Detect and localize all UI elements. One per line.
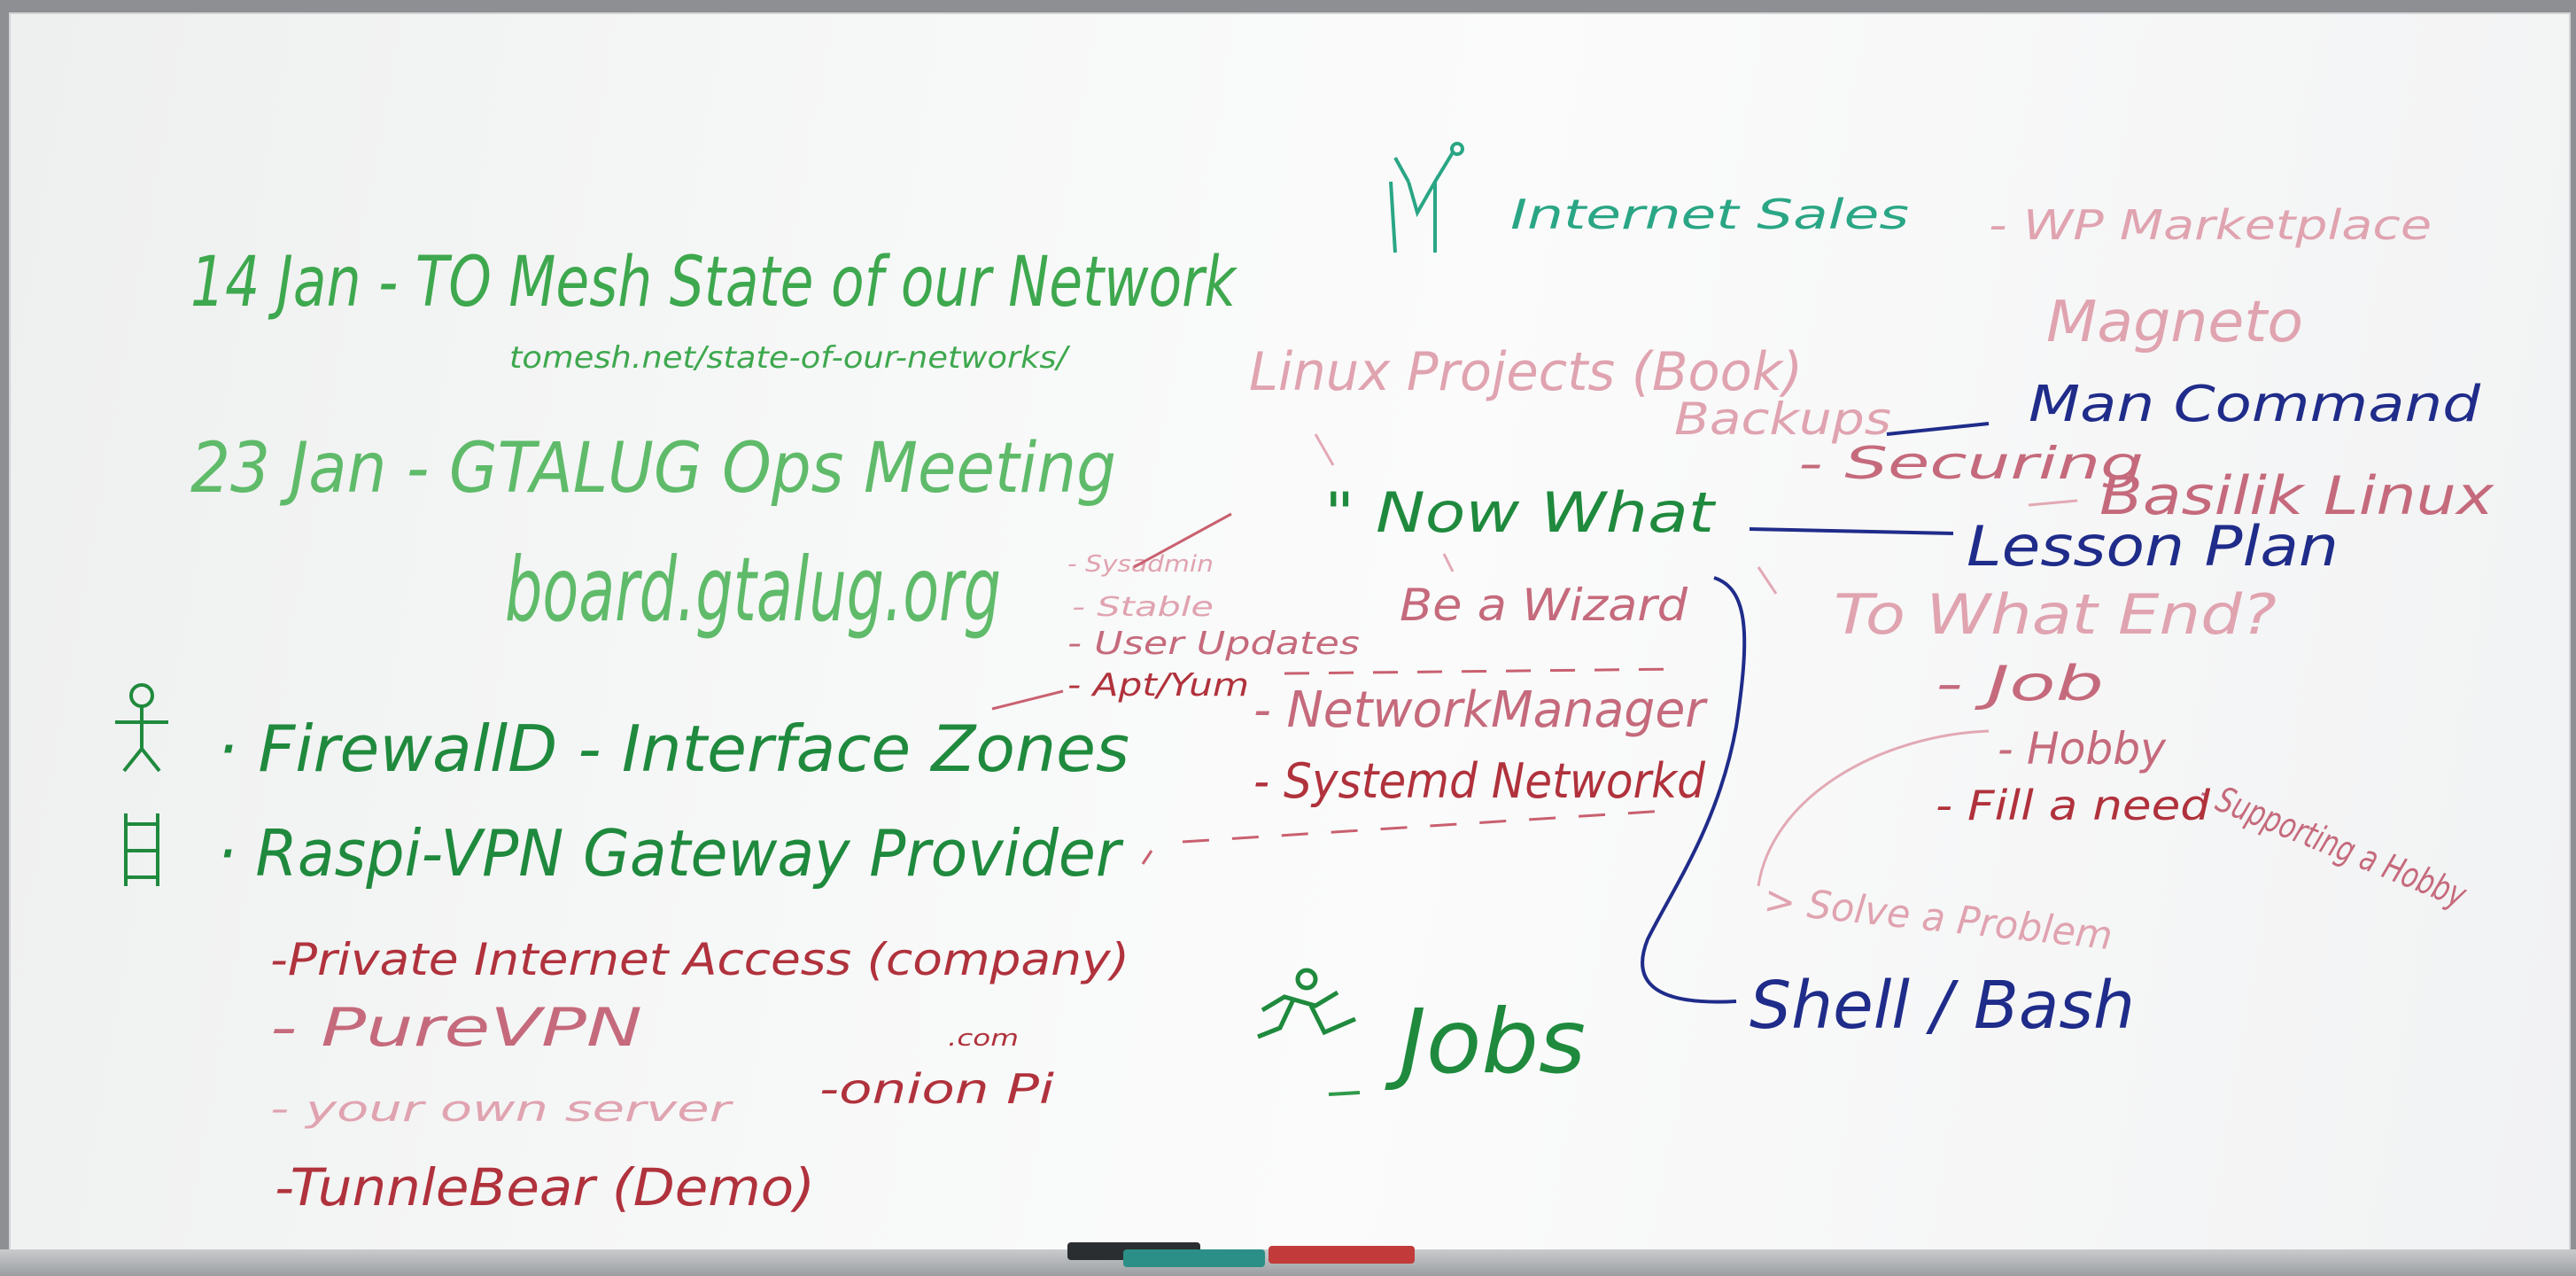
event-gtalug: 23 Jan - GTALUG Ops Meeting <box>190 429 1116 509</box>
ladder-icon <box>124 813 159 886</box>
topic-firewalld: · FirewallD - Interface Zones <box>217 712 1129 786</box>
internet-sales: Internet Sales <box>1510 191 1909 238</box>
stick-figure-icon <box>115 683 168 773</box>
lesson-plan: Lesson Plan <box>1967 514 2339 579</box>
basilisk-linux: Basilik Linux <box>2099 465 2495 527</box>
wp-marketplace: - WP Marketplace <box>1989 201 2432 249</box>
red-marker[interactable] <box>1269 1246 1415 1264</box>
job: - Job <box>1936 656 2104 712</box>
vpn-item-tunnelbear: -TunnleBear (Demo) <box>275 1157 815 1218</box>
shell-bash: Shell / Bash <box>1750 968 2135 1044</box>
backups: Backups <box>1674 393 1891 445</box>
vpn-dotcom: .com <box>948 1025 1019 1052</box>
solve-a-problem: > Solve a Problem <box>1762 877 2114 959</box>
fill-a-need: - Fill a need <box>1936 782 2211 829</box>
vpn-item-pia: -Private Internet Access (company) <box>270 934 1129 985</box>
jobs: Jobs <box>1385 990 1586 1093</box>
hobby: - Hobby <box>1998 723 2167 774</box>
event-gtalug-url: board.gtalug.org <box>505 538 1001 642</box>
side-item-apt-yum: - Apt/Yum <box>1067 667 1249 704</box>
linux-projects: Linux Projects (Book) <box>1249 341 1803 403</box>
be-a-wizard: Be a Wizard <box>1400 580 1688 631</box>
event-tomesh: 14 Jan - TO Mesh State of our Network <box>190 243 1238 323</box>
runner-icon <box>1257 968 1356 1039</box>
person-icon <box>1389 142 1464 253</box>
securing: - Securing <box>1798 438 2144 489</box>
man-command: Man Command <box>2029 376 2481 433</box>
topic-raspi-vpn: · Raspi-VPN Gateway Provider <box>217 816 1124 891</box>
now-what: " Now What <box>1324 480 1717 545</box>
supporting-hobby: - Supporting a Hobby <box>2193 773 2472 917</box>
vpn-item-purevpn: - PureVPN <box>270 997 642 1059</box>
network-manager: - NetworkManager <box>1253 681 1708 739</box>
marker-tray <box>0 1242 2576 1276</box>
teal-marker[interactable] <box>1123 1249 1265 1267</box>
whiteboard <box>9 12 2571 1257</box>
systemd-networkd: - Systemd Networkd <box>1253 753 1706 809</box>
event-tomesh-url: tomesh.net/state-of-our-networks/ <box>509 340 1071 376</box>
side-item-user-updates: - User Updates <box>1067 626 1360 662</box>
to-what-end: To What End? <box>1834 582 2277 647</box>
magneto: Magneto <box>2046 290 2303 355</box>
vpn-onion-pi: -onion Pi <box>819 1065 1054 1113</box>
side-item-stable: - Stable <box>1072 592 1214 623</box>
vpn-item-own-server: - your own server <box>270 1089 734 1130</box>
